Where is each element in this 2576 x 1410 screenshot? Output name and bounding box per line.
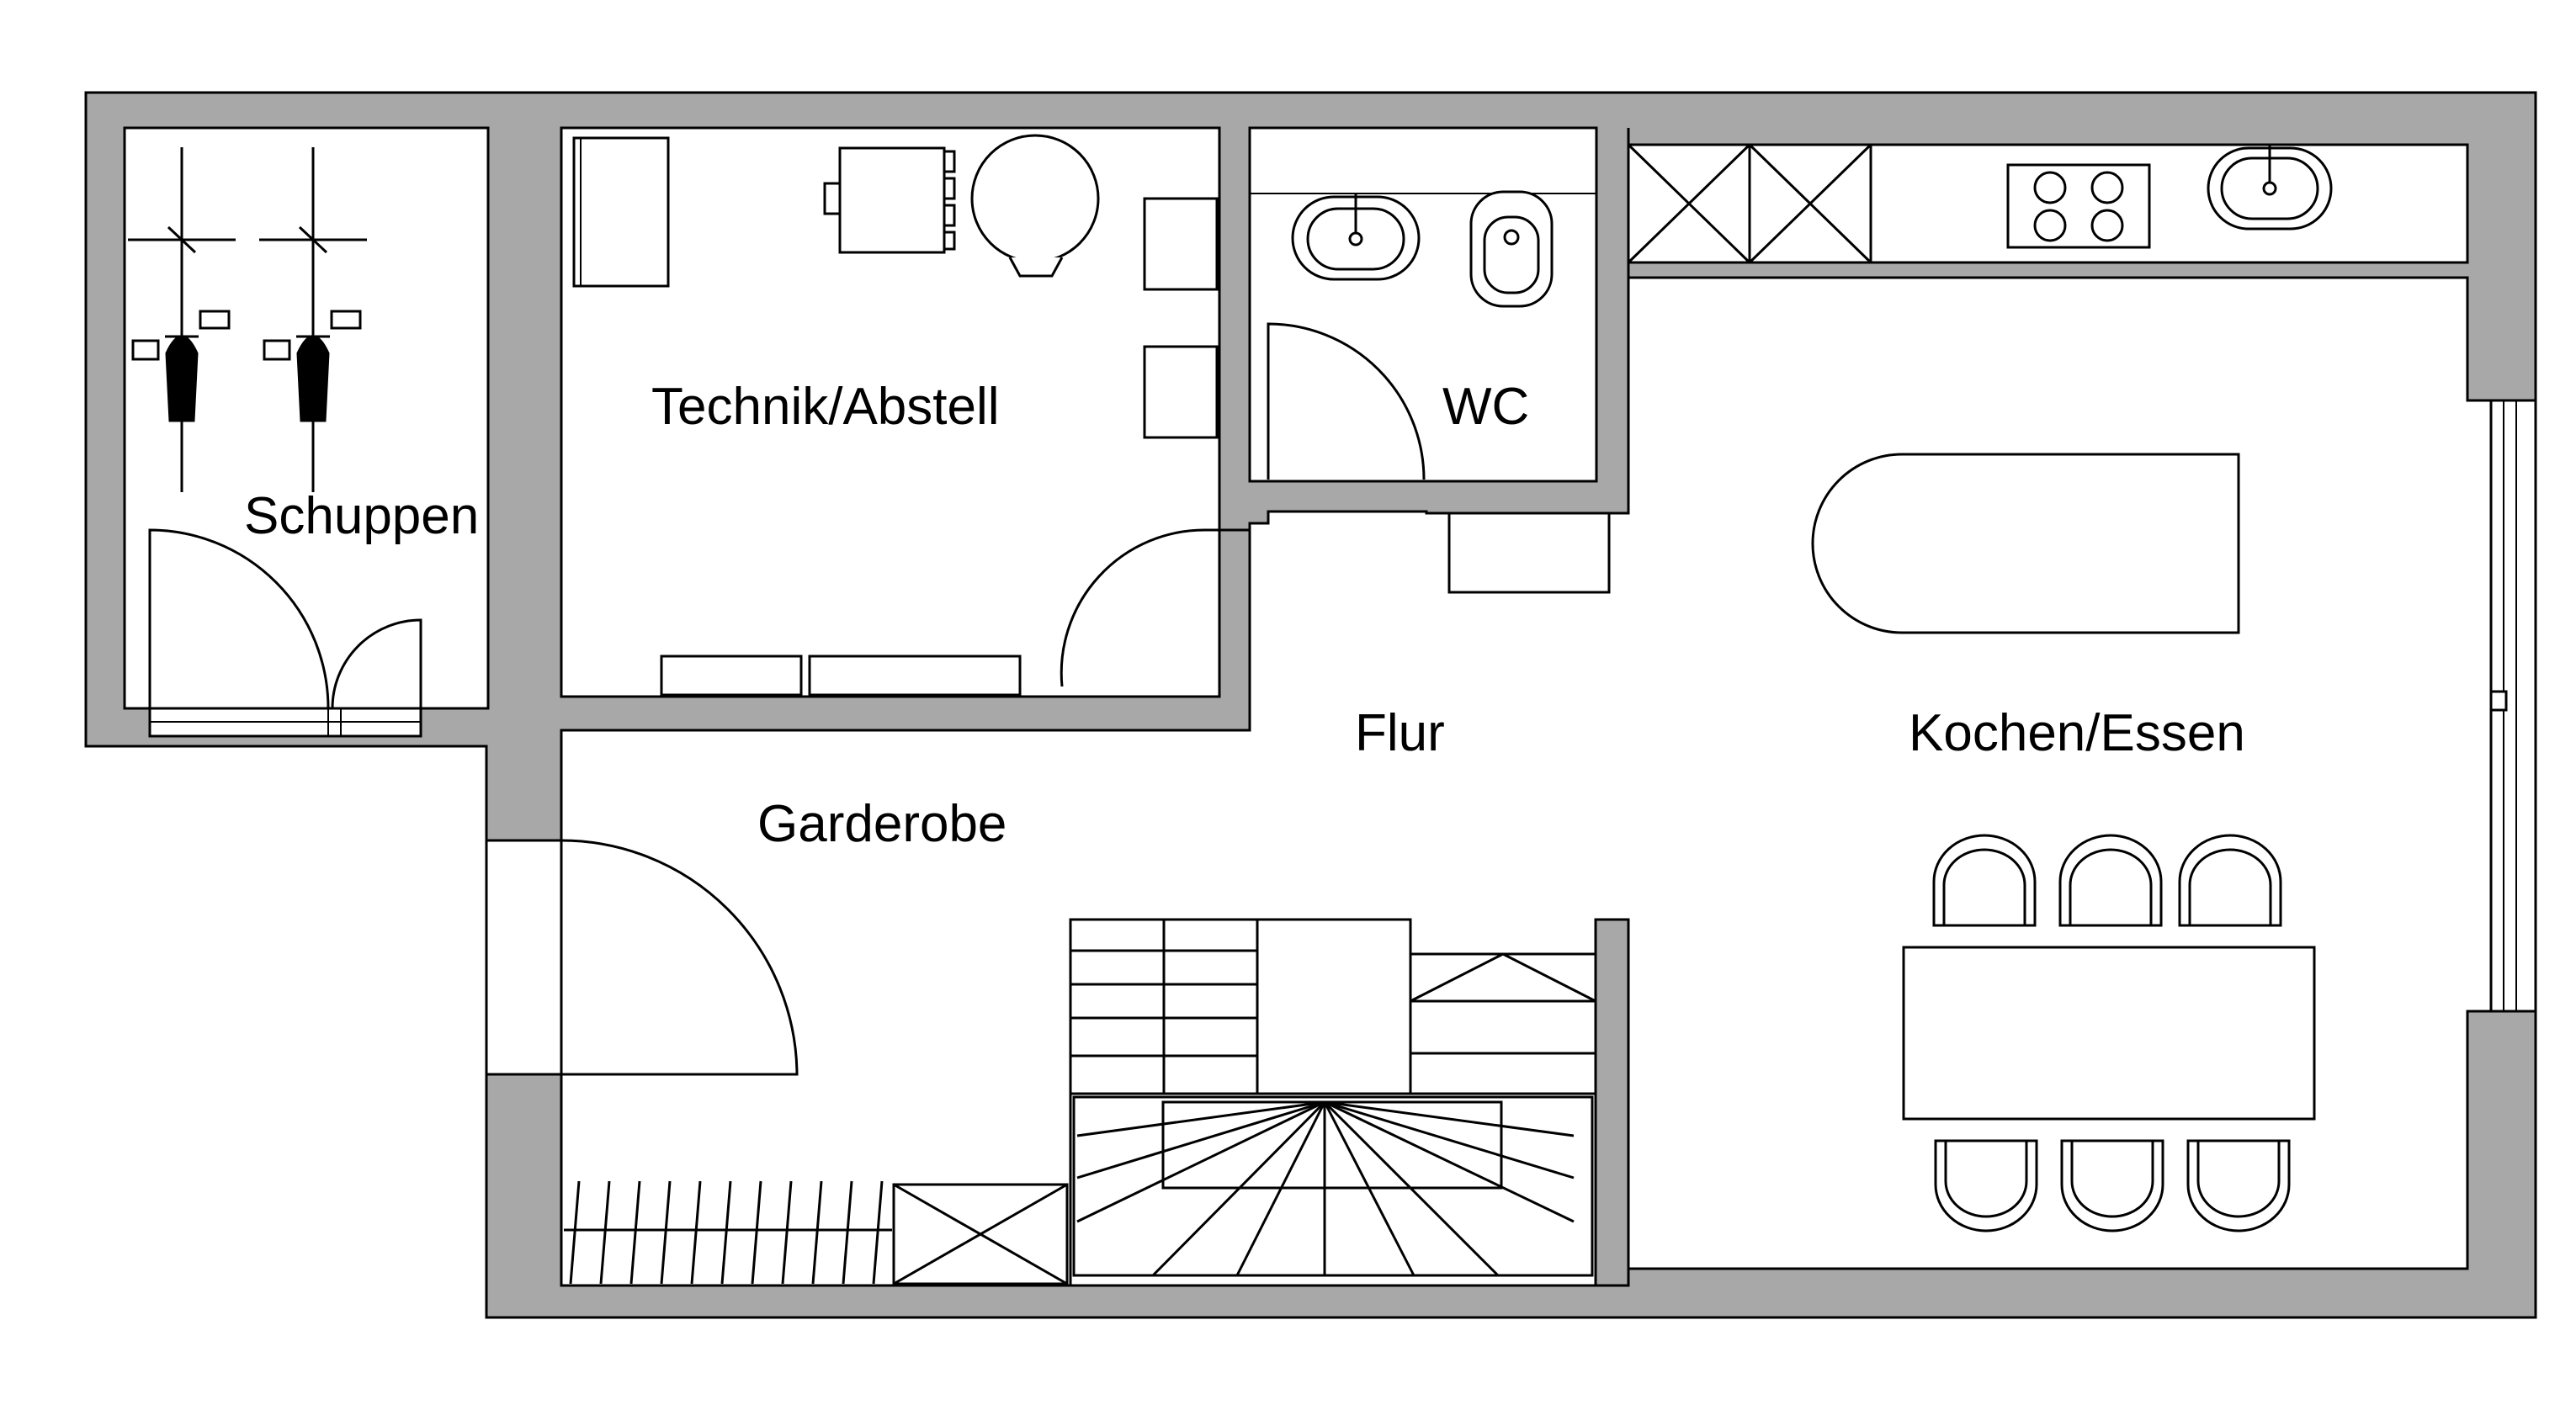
room-wc [1248,126,1598,483]
entrance-opening [485,839,563,1076]
cooktop-burner [2033,209,2067,242]
storage-box [1143,345,1219,439]
dining-table [1902,946,2316,1121]
chair-icon [1932,834,2037,927]
heating-unit-port [943,231,956,251]
room-label-flur: Flur [1355,704,1445,762]
heating-unit-port [943,177,956,200]
boiler-tank [970,134,1100,263]
cooktop [2006,163,2151,249]
bicycle-icon [128,147,236,492]
room-label-kochen: Kochen/Essen [1909,704,2245,762]
garderobe-cabinet-x [893,1183,1068,1285]
room-label-schuppen: Schuppen [244,487,479,545]
cooktop-burner [2033,171,2067,204]
wardrobe-hangers [569,1180,884,1285]
heating-unit-port [943,150,956,173]
kitchen-drain [2262,181,2277,196]
window-east [2489,399,2537,1013]
kitchen-cabinet-x [1627,143,1751,264]
chair-icon [2186,1139,2291,1232]
toilet-seat [1483,215,1540,294]
staircase [1069,918,1630,1287]
storage-box [1143,197,1219,291]
room-label-technik: Technik/Abstell [651,378,1000,436]
door-entrance [560,839,799,1076]
room-label-garderobe: Garderobe [757,795,1006,853]
door-wc [1267,322,1426,480]
wc-cabinet [1447,512,1611,594]
chair-icon [2178,834,2282,927]
chair-icon [2058,834,2163,927]
door-technik [1060,528,1250,687]
chair-icon [2060,1139,2164,1232]
kitchen-cabinet-x [1748,143,1872,264]
cooktop-burner [2090,171,2124,204]
heating-unit-port [943,204,956,227]
heating-unit [838,146,946,254]
kitchen-island [1811,453,2240,634]
storage-bench [660,655,803,697]
room-label-wc: WC [1442,378,1529,436]
chair-icon [1934,1139,2038,1232]
storage-bench [808,655,1022,697]
shelf-unit [572,136,670,288]
bicycle-icon [259,147,367,492]
cooktop-burner [2090,209,2124,242]
door-schuppen-left [148,528,330,709]
door-schuppen-right [331,618,422,709]
heating-unit-port [823,182,842,215]
boiler-base [1008,257,1064,278]
toilet-flush [1503,229,1520,246]
window-mullion [2489,690,2508,712]
wc-drain [1348,231,1363,246]
